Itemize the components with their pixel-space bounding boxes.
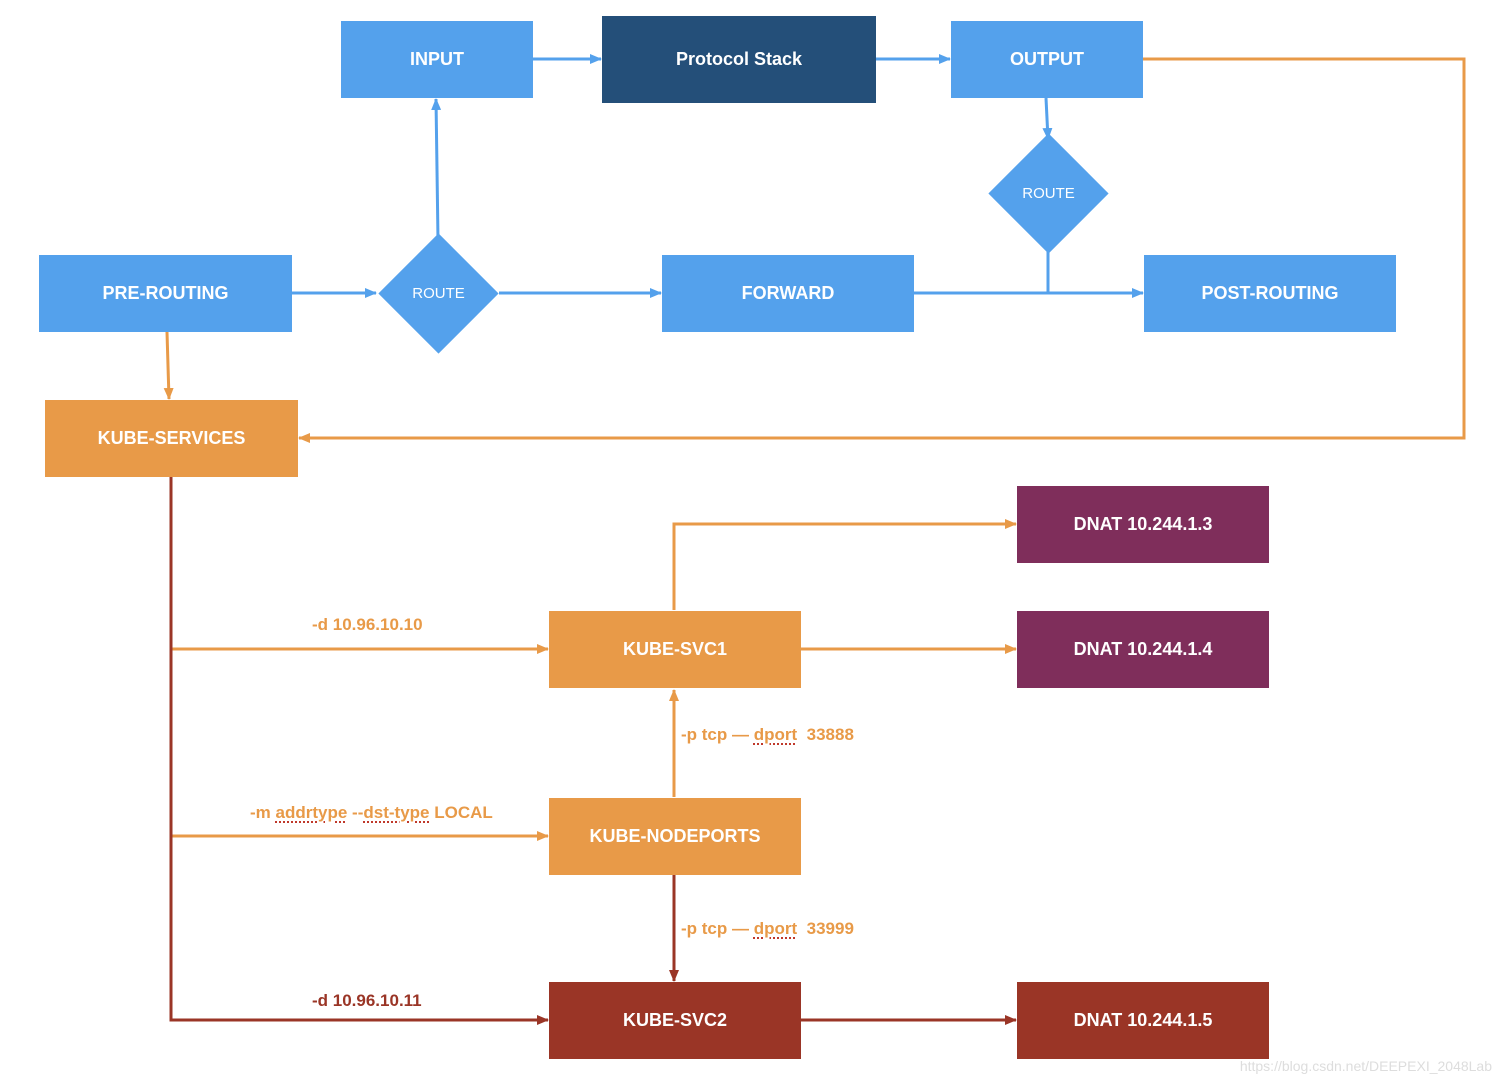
- nodeports-word-addrtype: addrtype: [275, 803, 348, 822]
- route-decision-top: ROUTE: [988, 132, 1109, 254]
- svc2-rule-text: -d 10.96.10.11: [312, 991, 422, 1010]
- protocol-stack-box: Protocol Stack: [602, 16, 876, 103]
- dnat-1-label: DNAT 10.244.1.3: [1073, 514, 1213, 534]
- svc2-port-prefix: -p tcp —: [681, 919, 749, 938]
- kube-services-chain-box: KUBE-SERVICES: [45, 400, 298, 477]
- svc1-port-prefix: -p tcp —: [681, 725, 749, 744]
- forward-label: FORWARD: [741, 283, 835, 303]
- forward-chain-box: FORWARD: [662, 255, 914, 332]
- svc2-port-word: dport: [753, 919, 798, 938]
- edge-route-to-input: [431, 98, 442, 241]
- svc1-rule-text: -d 10.96.10.10: [312, 615, 423, 634]
- kube-svc1-label: KUBE-SVC1: [622, 639, 728, 659]
- kube-svc2-chain-box: KUBE-SVC2: [549, 982, 801, 1059]
- nodeports-suffix: LOCAL: [434, 803, 493, 822]
- pre-routing-chain-box: PRE-ROUTING: [39, 255, 292, 332]
- dnat-target-3: DNAT 10.244.1.5: [1017, 982, 1269, 1059]
- svc1-port-word: dport: [753, 725, 798, 744]
- edge-output-to-route: [1042, 97, 1053, 140]
- kube-svc2-label: KUBE-SVC2: [622, 1010, 728, 1030]
- kube-nodeports-label: KUBE-NODEPORTS: [589, 826, 761, 846]
- nodeports-mid: --: [352, 803, 364, 822]
- svc1-match-rule-label: -d 10.96.10.10: [312, 615, 423, 635]
- dnat-2-label: DNAT 10.244.1.4: [1073, 639, 1213, 659]
- kube-services-label: KUBE-SERVICES: [97, 428, 246, 448]
- watermark-url: https://blog.csdn.net/DEEPEXI_2048Lab: [1239, 1058, 1492, 1074]
- edge-services-to-svc2: [169, 477, 549, 1025]
- svc2-match-rule-label: -d 10.96.10.11: [312, 991, 422, 1011]
- output-chain-box: OUTPUT: [951, 21, 1143, 98]
- edge-svc1-to-dnat1: [672, 519, 1017, 610]
- kube-nodeports-chain-box: KUBE-NODEPORTS: [549, 798, 801, 875]
- dnat-3-label: DNAT 10.244.1.5: [1073, 1010, 1213, 1030]
- pre-routing-label: PRE-ROUTING: [102, 283, 229, 303]
- svc1-port-number: 33888: [806, 725, 854, 744]
- input-chain-label: INPUT: [410, 49, 464, 69]
- kube-svc1-chain-box: KUBE-SVC1: [549, 611, 801, 688]
- route-mid-label: ROUTE: [412, 285, 465, 302]
- svc2-port-number: 33999: [806, 919, 854, 938]
- nodeports-word-dsttype: dst-type: [363, 803, 430, 822]
- svc2-port-rule-label: -p tcp — dport 33999: [681, 919, 854, 939]
- nodeports-prefix: -m: [250, 803, 271, 822]
- svc1-port-rule-label: -p tcp — dport 33888: [681, 725, 854, 745]
- dnat-target-1: DNAT 10.244.1.3: [1017, 486, 1269, 563]
- protocol-stack-label: Protocol Stack: [675, 49, 803, 69]
- route-top-label: ROUTE: [1022, 184, 1075, 202]
- dnat-target-2: DNAT 10.244.1.4: [1017, 611, 1269, 688]
- nodeports-match-rule-label: -m addrtype --dst-type LOCAL: [250, 803, 493, 823]
- edge-output-loop-to-kube-services: [298, 57, 1466, 443]
- output-chain-label: OUTPUT: [1010, 49, 1084, 69]
- input-chain-box: INPUT: [341, 21, 533, 98]
- edge-pre-to-kube-services: [163, 331, 174, 400]
- route-decision-middle: ROUTE: [378, 233, 499, 354]
- post-routing-chain-box: POST-ROUTING: [1144, 255, 1396, 332]
- post-routing-label: POST-ROUTING: [1201, 283, 1339, 303]
